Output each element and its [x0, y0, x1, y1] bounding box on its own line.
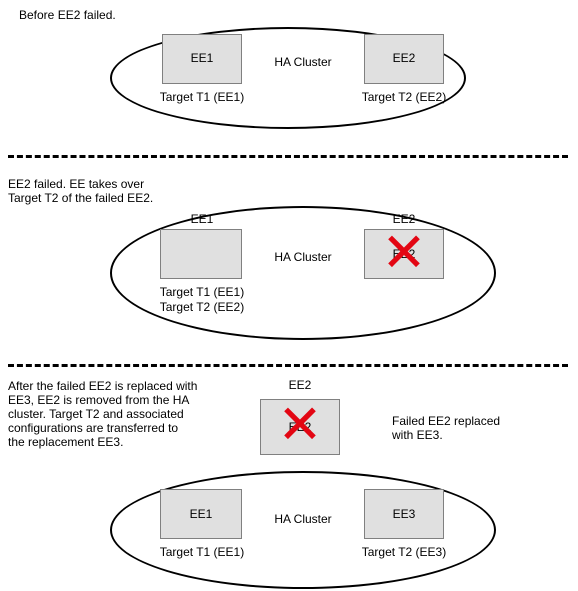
ee2-failed-box: EE2	[364, 229, 444, 279]
target-t1-label: Target T1 (EE1)	[159, 285, 245, 299]
ha-cluster-label: HA Cluster	[274, 250, 332, 264]
ee3-label: EE3	[392, 507, 416, 521]
panel2-caption-line1: EE2 failed. EE takes over	[8, 177, 145, 191]
ee1-label: EE1	[189, 507, 213, 521]
target-t2-label: Target T2 (EE3)	[361, 545, 447, 559]
section-divider	[8, 155, 568, 158]
ha-cluster-ellipse	[110, 471, 496, 589]
ee2-label: EE2	[392, 247, 416, 261]
ha-cluster-label: HA Cluster	[274, 55, 332, 69]
ha-cluster-ellipse	[110, 27, 466, 129]
ee1-box: EE1	[160, 489, 242, 539]
target-t2-label: Target T2 (EE2)	[159, 300, 245, 314]
red-x-icon: ✕	[277, 393, 323, 456]
ee1-label: EE1	[190, 51, 214, 65]
ha-cluster-label: HA Cluster	[274, 512, 332, 526]
ee1-box	[160, 229, 242, 279]
panel2-caption-line2: Target T2 of the failed EE2.	[8, 191, 154, 205]
target-t2-label: Target T2 (EE2)	[361, 90, 447, 104]
ee3-box: EE3	[364, 489, 444, 539]
ee2-box: EE2	[364, 34, 444, 84]
target-t1-label: Target T1 (EE1)	[159, 545, 245, 559]
panel3-caption-line2: EE3, EE2 is removed from the HA	[8, 393, 190, 407]
panel3-caption-line4: configurations are transferred to	[8, 421, 179, 435]
target-t1-label: Target T1 (EE1)	[159, 90, 245, 104]
failed-ee2-header: EE2	[288, 378, 312, 392]
section-divider	[8, 364, 568, 367]
ee2-label: EE2	[288, 420, 312, 434]
panel3-caption-line5: the replacement EE3.	[8, 435, 124, 449]
replacement-note-line1: Failed EE2 replaced	[392, 414, 501, 428]
ee2-label: EE2	[392, 51, 416, 65]
red-x-icon: ✕	[381, 221, 427, 284]
ha-cluster-ellipse	[110, 206, 496, 340]
panel3-caption-line1: After the failed EE2 is replaced with	[8, 379, 198, 393]
panel1-caption: Before EE2 failed.	[19, 8, 116, 22]
panel3-caption-line3: cluster. Target T2 and associated	[8, 407, 184, 421]
failed-ee2-box: EE2	[260, 399, 340, 455]
replacement-note-line2: with EE3.	[392, 428, 443, 442]
ee1-box: EE1	[162, 34, 242, 84]
